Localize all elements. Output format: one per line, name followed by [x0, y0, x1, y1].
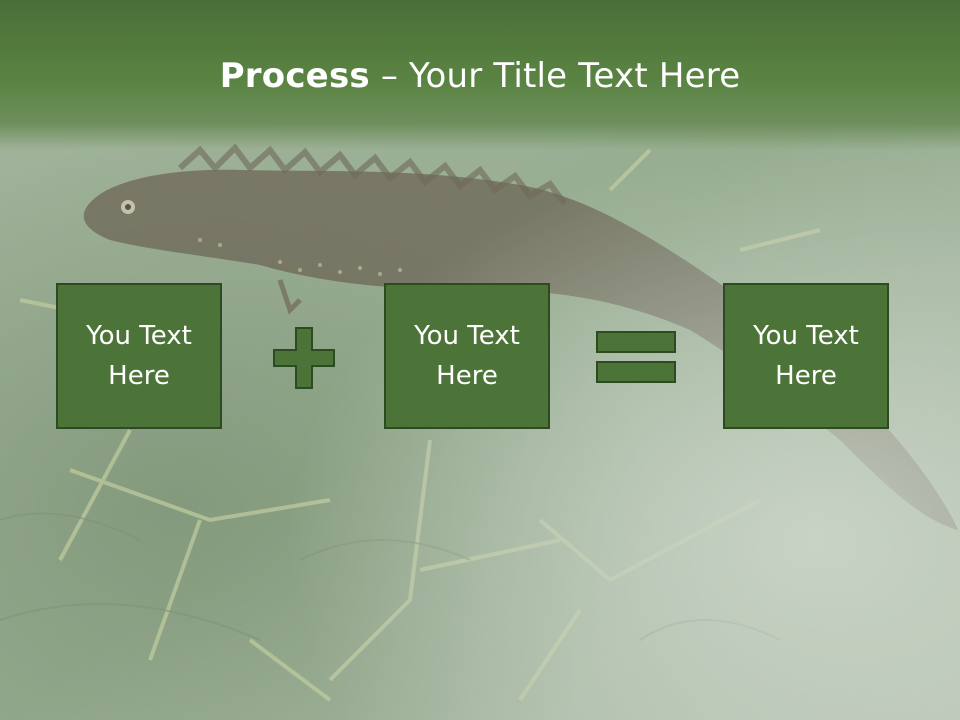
title-rest-part: – Your Title Text Here — [369, 56, 741, 96]
process-box-3-text: You Text Here — [753, 321, 859, 391]
process-box-3[interactable]: You Text Here — [723, 283, 889, 429]
equals-icon — [596, 331, 676, 383]
process-box-2-text: You Text Here — [414, 321, 520, 391]
plus-icon — [273, 327, 335, 389]
process-box-1[interactable]: You Text Here — [56, 283, 222, 429]
slide-title[interactable]: Process – Your Title Text Here — [0, 48, 960, 104]
process-box-2[interactable]: You Text Here — [384, 283, 550, 429]
title-bold-part: Process — [219, 56, 370, 96]
header-band — [0, 0, 960, 150]
process-box-1-text: You Text Here — [86, 321, 192, 391]
